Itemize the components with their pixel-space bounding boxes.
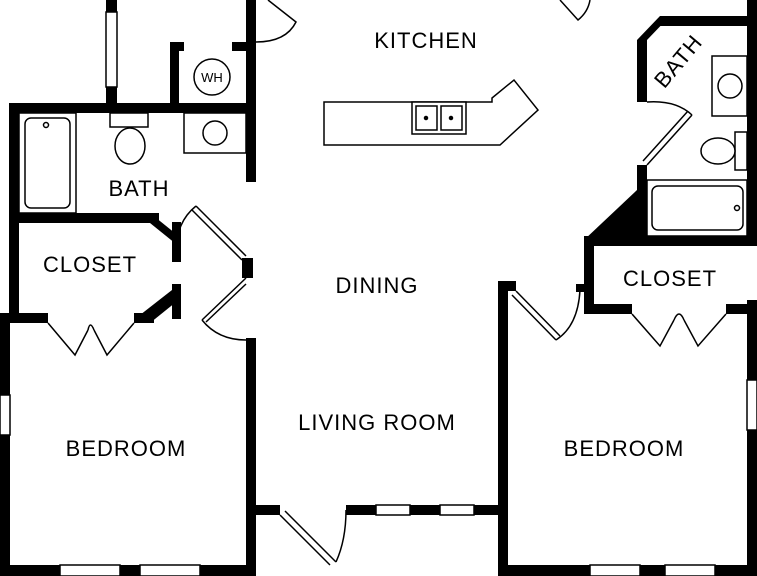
window-bedroom-right-bottom-2 <box>664 564 716 576</box>
wall-living-bottom-left <box>246 505 280 515</box>
label-closet-left: CLOSET <box>43 252 137 277</box>
sink-left <box>202 120 228 146</box>
door-bath-left-leaf-b <box>191 209 243 261</box>
toilet-left-tank <box>109 112 149 128</box>
wall-closet-top <box>9 213 159 223</box>
toilet-left-bowl <box>114 127 146 165</box>
wall-left-outer <box>9 103 19 315</box>
door-closet-right-center <box>673 313 685 321</box>
door-bath-right-leaf <box>646 114 693 166</box>
water-heater <box>193 58 231 96</box>
label-closet-right: CLOSET <box>623 266 717 291</box>
label-bedroom-left: BEDROOM <box>66 436 187 461</box>
bathtub-left-drain <box>42 121 50 129</box>
wall-right-bath-outer <box>747 0 757 246</box>
wall-wh-left <box>170 42 179 112</box>
windows <box>0 11 757 576</box>
wall-bedroom-left-outer <box>0 313 10 576</box>
wall-central-left-upper <box>246 0 256 182</box>
door-bedroom-right-arc <box>555 289 581 341</box>
door-dining-arc <box>201 319 247 341</box>
wall-bath-top <box>9 103 110 113</box>
wall-wh-top-left <box>170 42 184 51</box>
window-upper-left <box>105 11 118 88</box>
bathtub-right-drain <box>733 204 741 212</box>
bathtub-right <box>651 185 744 231</box>
bathtub-left <box>24 117 71 209</box>
wall-closet-right-top <box>584 236 757 246</box>
wall-closet-bottom-right <box>134 313 154 323</box>
wall-right-bath-top <box>660 16 757 26</box>
door-closet-left-bifold-1 <box>47 322 89 357</box>
window-living-2 <box>439 504 475 516</box>
wall-door-jamb-right <box>576 284 586 292</box>
window-bedroom-left-bottom-2 <box>139 564 201 576</box>
label-living-room: LIVING ROOM <box>298 410 456 435</box>
wall-right-bath-corner <box>637 16 670 40</box>
door-closet-right-bifold-1 <box>631 313 675 348</box>
wall-bedroom-right-outer <box>747 300 757 576</box>
wall-bedroom-right-left <box>498 281 508 576</box>
wall-closet-right-left <box>584 236 594 314</box>
wall-closet-bottom-left <box>0 313 48 323</box>
wall-closet-right-lower <box>172 284 181 319</box>
door-dining-leaf <box>201 277 247 321</box>
wall-living-bottom-right <box>346 505 506 515</box>
wall-central-left-lower <box>246 338 256 576</box>
wall-bedroom-left-bottom <box>0 565 256 576</box>
wall-closet-right-bottom-left <box>584 304 632 314</box>
door-bedroom-right-leaf <box>515 290 561 337</box>
kitchen-drain-right <box>448 115 454 121</box>
door-entry-leaf <box>279 514 331 566</box>
door-bath-left-arc <box>175 205 197 253</box>
bathtub-right-frame <box>646 179 748 237</box>
door-dining-leaf-b <box>205 283 247 323</box>
doors <box>47 0 727 566</box>
fixtures <box>18 55 748 237</box>
label-dining: DINING <box>336 273 419 298</box>
wall-central-left-jamb <box>242 258 253 278</box>
kitchen-drain-left <box>423 115 429 121</box>
window-bedroom-right-bottom-1 <box>589 564 641 576</box>
window-bedroom-left-side <box>0 394 11 436</box>
door-closet-left-bifold-2 <box>93 322 135 357</box>
label-water-heater: WH <box>201 70 223 85</box>
wall-closet-corner-top <box>150 213 181 248</box>
door-closet-right-bifold-2 <box>683 313 727 348</box>
door-bath-left-leaf <box>195 205 247 257</box>
wall-closet-right-bottom-right <box>726 304 757 314</box>
bathtub-left-frame <box>18 112 77 214</box>
wall-wh-top-right <box>232 42 255 51</box>
wall-right-bath-wedge <box>584 190 647 240</box>
label-kitchen: KITCHEN <box>374 28 478 53</box>
sink-right <box>717 73 743 99</box>
window-bedroom-right-side <box>746 379 757 431</box>
label-bath-left: BATH <box>108 176 169 201</box>
wall-right-bath-left <box>637 40 647 102</box>
window-living-1 <box>375 504 411 516</box>
door-bath-right-leaf-b <box>642 110 689 162</box>
door-bedroom-right-leaf-b <box>511 294 557 341</box>
window-bedroom-left-bottom-1 <box>59 564 121 576</box>
toilet-right-bowl <box>700 137 736 165</box>
door-closet-left-center <box>87 324 95 331</box>
door-kitchen-top-left <box>255 0 297 43</box>
door-bath-right-arc <box>646 101 693 116</box>
door-entry-arc <box>335 509 347 563</box>
wall-bath-top-right <box>110 103 250 113</box>
wall-bedroom-right-jamb <box>498 281 516 291</box>
door-kitchen-top-right <box>559 0 591 22</box>
door-entry-leaf-b <box>284 510 337 563</box>
toilet-right-tank <box>734 131 748 171</box>
label-bedroom-right: BEDROOM <box>564 436 685 461</box>
